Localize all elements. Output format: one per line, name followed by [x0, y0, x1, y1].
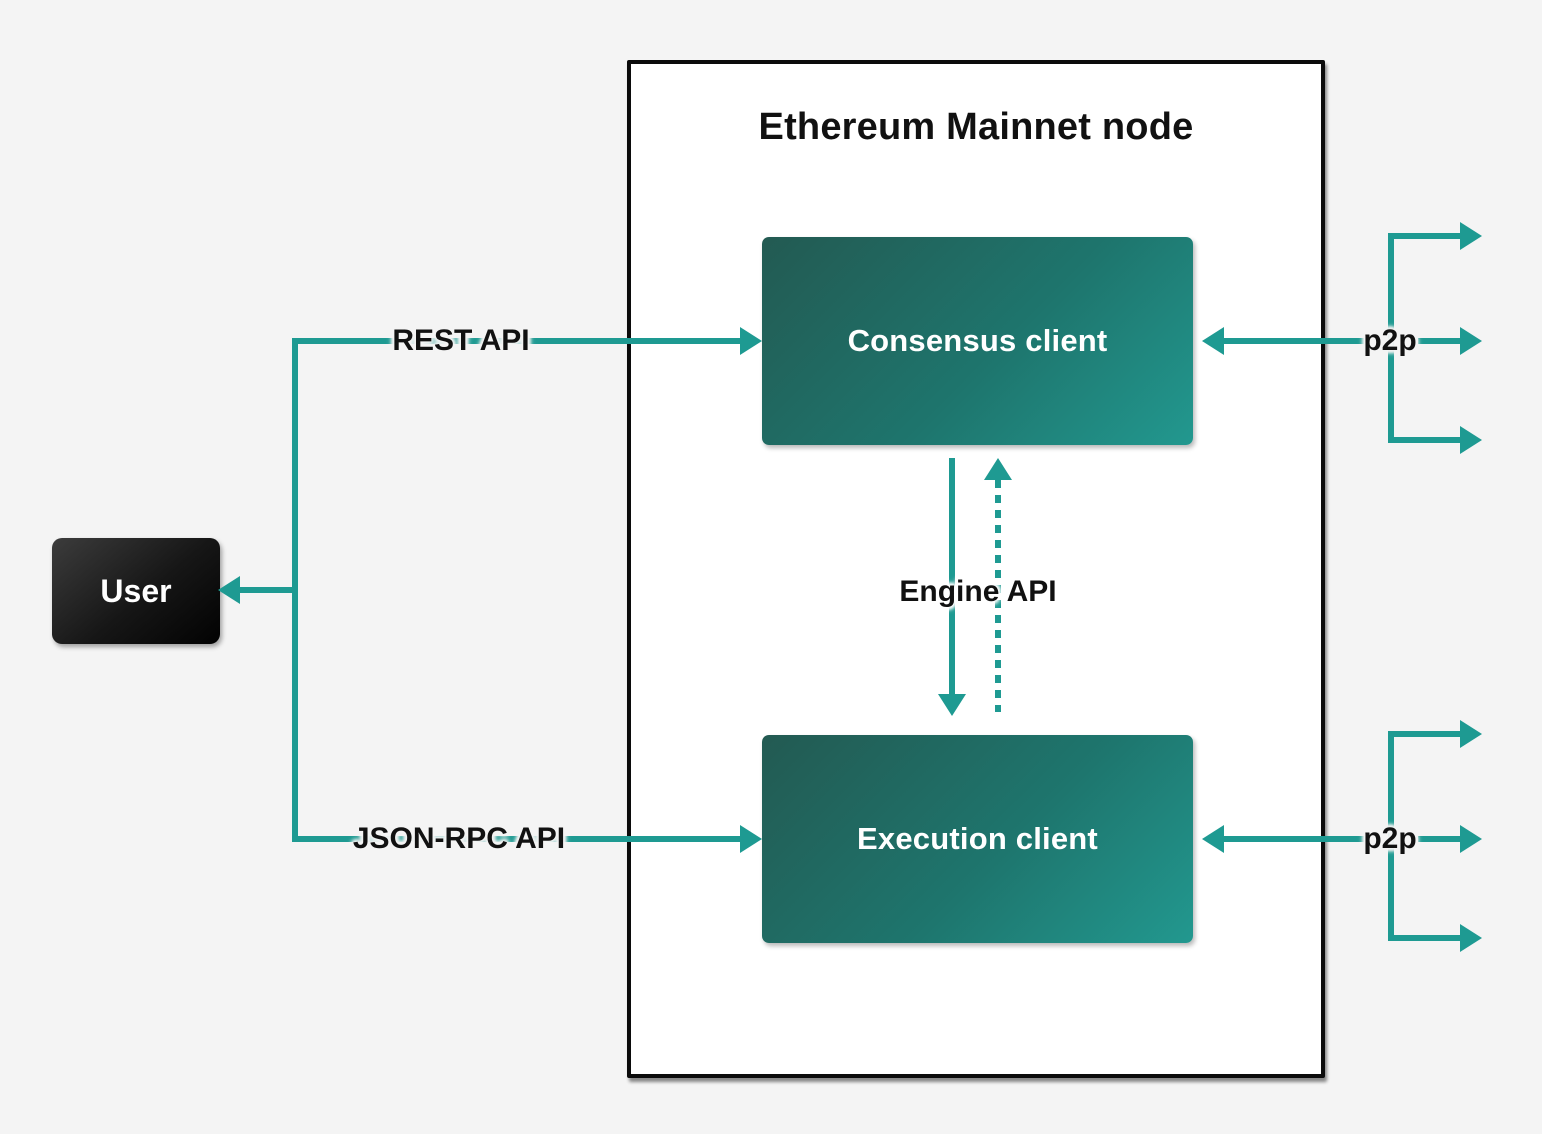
arrowhead-left-into-user-icon — [218, 576, 240, 604]
rest-api-line — [292, 338, 742, 344]
p2p-top-label: p2p — [1363, 324, 1417, 357]
arrowhead-down-engine-icon — [938, 694, 966, 716]
arrowhead-right-p2p-bottom-middle-icon — [1460, 825, 1482, 853]
consensus-client-box: Consensus client — [762, 237, 1193, 445]
user-arrow-line — [240, 587, 298, 593]
p2p-top-upper-elbow — [1388, 233, 1460, 239]
p2p-bottom-left-shaft — [1224, 836, 1364, 842]
execution-client-box: Execution client — [762, 735, 1193, 943]
arrowhead-right-into-consensus-icon — [740, 327, 762, 355]
arrowhead-right-p2p-top-lower-icon — [1460, 426, 1482, 454]
rest-api-label: REST API — [392, 324, 530, 357]
p2p-bottom-label: p2p — [1363, 822, 1417, 855]
arrowhead-right-p2p-top-middle-icon — [1460, 327, 1482, 355]
arrowhead-right-into-execution-icon — [740, 825, 762, 853]
engine-api-label: Engine API — [899, 575, 1057, 608]
arrowhead-left-p2p-execution-icon — [1202, 825, 1224, 853]
engine-api-solid-line — [949, 458, 955, 694]
p2p-top-left-shaft — [1224, 338, 1364, 344]
user-label: User — [100, 572, 172, 609]
arrowhead-right-p2p-bottom-upper-icon — [1460, 720, 1482, 748]
p2p-bottom-middle-shaft — [1418, 836, 1460, 842]
user-box: User — [52, 538, 220, 644]
json-rpc-api-label: JSON-RPC API — [352, 822, 566, 855]
arrowhead-left-p2p-consensus-icon — [1202, 327, 1224, 355]
p2p-bottom-upper-elbow — [1388, 731, 1460, 737]
p2p-top-vertical-line — [1388, 234, 1394, 442]
p2p-top-lower-elbow — [1388, 437, 1460, 443]
consensus-client-label: Consensus client — [847, 323, 1108, 358]
json-rpc-api-line — [292, 836, 742, 842]
p2p-bottom-lower-elbow — [1388, 935, 1460, 941]
execution-client-label: Execution client — [857, 821, 1098, 856]
arrowhead-up-engine-icon — [984, 458, 1012, 480]
node-title: Ethereum Mainnet node — [758, 106, 1194, 148]
engine-api-dotted-line — [995, 480, 1001, 712]
p2p-bottom-vertical-line — [1388, 732, 1394, 940]
p2p-top-middle-shaft — [1418, 338, 1460, 344]
arrowhead-right-p2p-bottom-lower-icon — [1460, 924, 1482, 952]
arrowhead-right-p2p-top-upper-icon — [1460, 222, 1482, 250]
